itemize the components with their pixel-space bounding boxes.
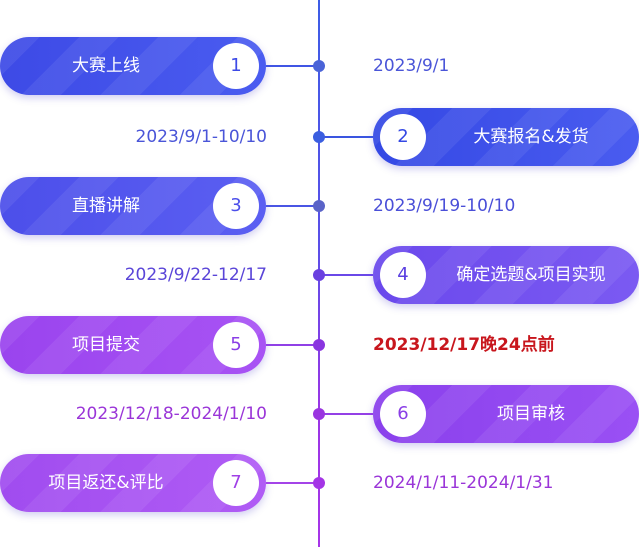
step-5-label: 项目提交 bbox=[72, 335, 140, 355]
step-2-label: 大赛报名&发货 bbox=[473, 127, 589, 147]
step-4-number: 4 bbox=[380, 252, 426, 298]
step-1-date: 2023/9/1 bbox=[373, 56, 450, 76]
step-4-dot bbox=[313, 269, 325, 281]
step-5-connector bbox=[266, 344, 318, 346]
step-1-label: 大赛上线 bbox=[72, 56, 140, 76]
step-2-dot bbox=[313, 131, 325, 143]
timeline-step-5: 项目提交 5 bbox=[0, 316, 266, 374]
step-2-date: 2023/9/1-10/10 bbox=[135, 127, 267, 147]
timeline-step-3: 直播讲解 3 bbox=[0, 177, 266, 235]
step-6-dot bbox=[313, 408, 325, 420]
step-4-connector bbox=[319, 274, 373, 276]
step-3-label: 直播讲解 bbox=[72, 196, 140, 216]
step-6-label: 项目审核 bbox=[497, 404, 565, 424]
step-2-number: 2 bbox=[380, 114, 426, 160]
step-3-number: 3 bbox=[213, 183, 259, 229]
step-7-connector bbox=[266, 482, 318, 484]
step-7-label: 项目返还&评比 bbox=[48, 473, 164, 493]
timeline-step-7: 项目返还&评比 7 bbox=[0, 454, 266, 512]
step-2-connector bbox=[319, 136, 373, 138]
timeline-step-6: 6 项目审核 bbox=[373, 385, 639, 443]
step-6-connector bbox=[319, 413, 373, 415]
timeline-step-2: 2 大赛报名&发货 bbox=[373, 108, 639, 166]
step-4-label: 确定选题&项目实现 bbox=[456, 265, 606, 285]
step-3-date: 2023/9/19-10/10 bbox=[373, 196, 516, 216]
step-6-date: 2023/12/18-2024/1/10 bbox=[75, 404, 267, 424]
step-7-number: 7 bbox=[213, 460, 259, 506]
step-1-number: 1 bbox=[213, 43, 259, 89]
step-5-number: 5 bbox=[213, 322, 259, 368]
step-1-connector bbox=[266, 65, 318, 67]
step-7-dot bbox=[313, 477, 325, 489]
step-5-deadline-date: 2023/12/17晚24点前 bbox=[373, 335, 555, 355]
step-6-number: 6 bbox=[380, 391, 426, 437]
step-3-dot bbox=[313, 200, 325, 212]
step-5-dot bbox=[313, 339, 325, 351]
timeline-step-1: 大赛上线 1 bbox=[0, 37, 266, 95]
step-7-date: 2024/1/11-2024/1/31 bbox=[373, 473, 554, 493]
step-3-connector bbox=[266, 205, 318, 207]
step-4-date: 2023/9/22-12/17 bbox=[124, 265, 267, 285]
timeline-step-4: 4 确定选题&项目实现 bbox=[373, 246, 639, 304]
step-1-dot bbox=[313, 60, 325, 72]
